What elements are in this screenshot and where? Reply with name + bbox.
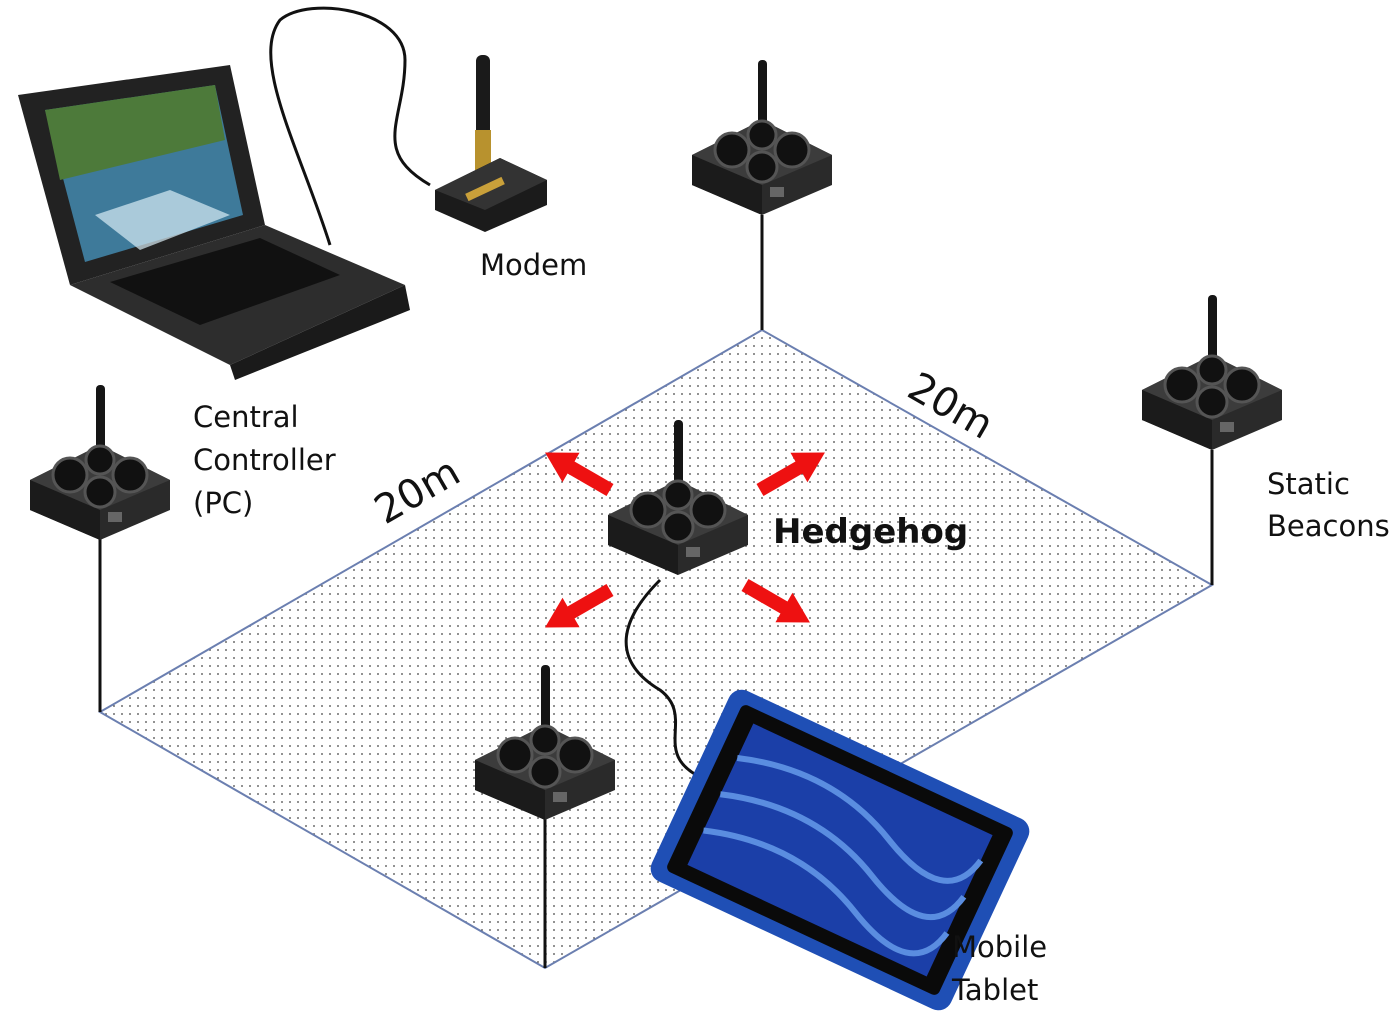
tablet-label-line2: Tablet [951,973,1038,1007]
controller-label-line1: Central [193,400,299,434]
controller-label-line3: (PC) [193,486,253,520]
beacons-label-line2: Beacons [1267,509,1390,543]
static-beacon-left [28,383,172,542]
static-beacon-top [690,58,834,217]
tablet-label-line1: Mobile [952,930,1047,964]
beacon-poles [98,215,1214,968]
beacons-label-line1: Static [1267,467,1350,501]
hedgehog-label: Hedgehog [773,512,968,552]
tablet-icon [650,689,1030,1011]
laptop-icon [18,65,410,380]
static-beacon-right [1140,293,1284,452]
modem-label: Modem [480,248,587,282]
tablet-cable [624,578,721,787]
modem-icon [435,55,547,232]
controller-label-line2: Controller [193,443,336,477]
modem-cable [269,6,431,246]
